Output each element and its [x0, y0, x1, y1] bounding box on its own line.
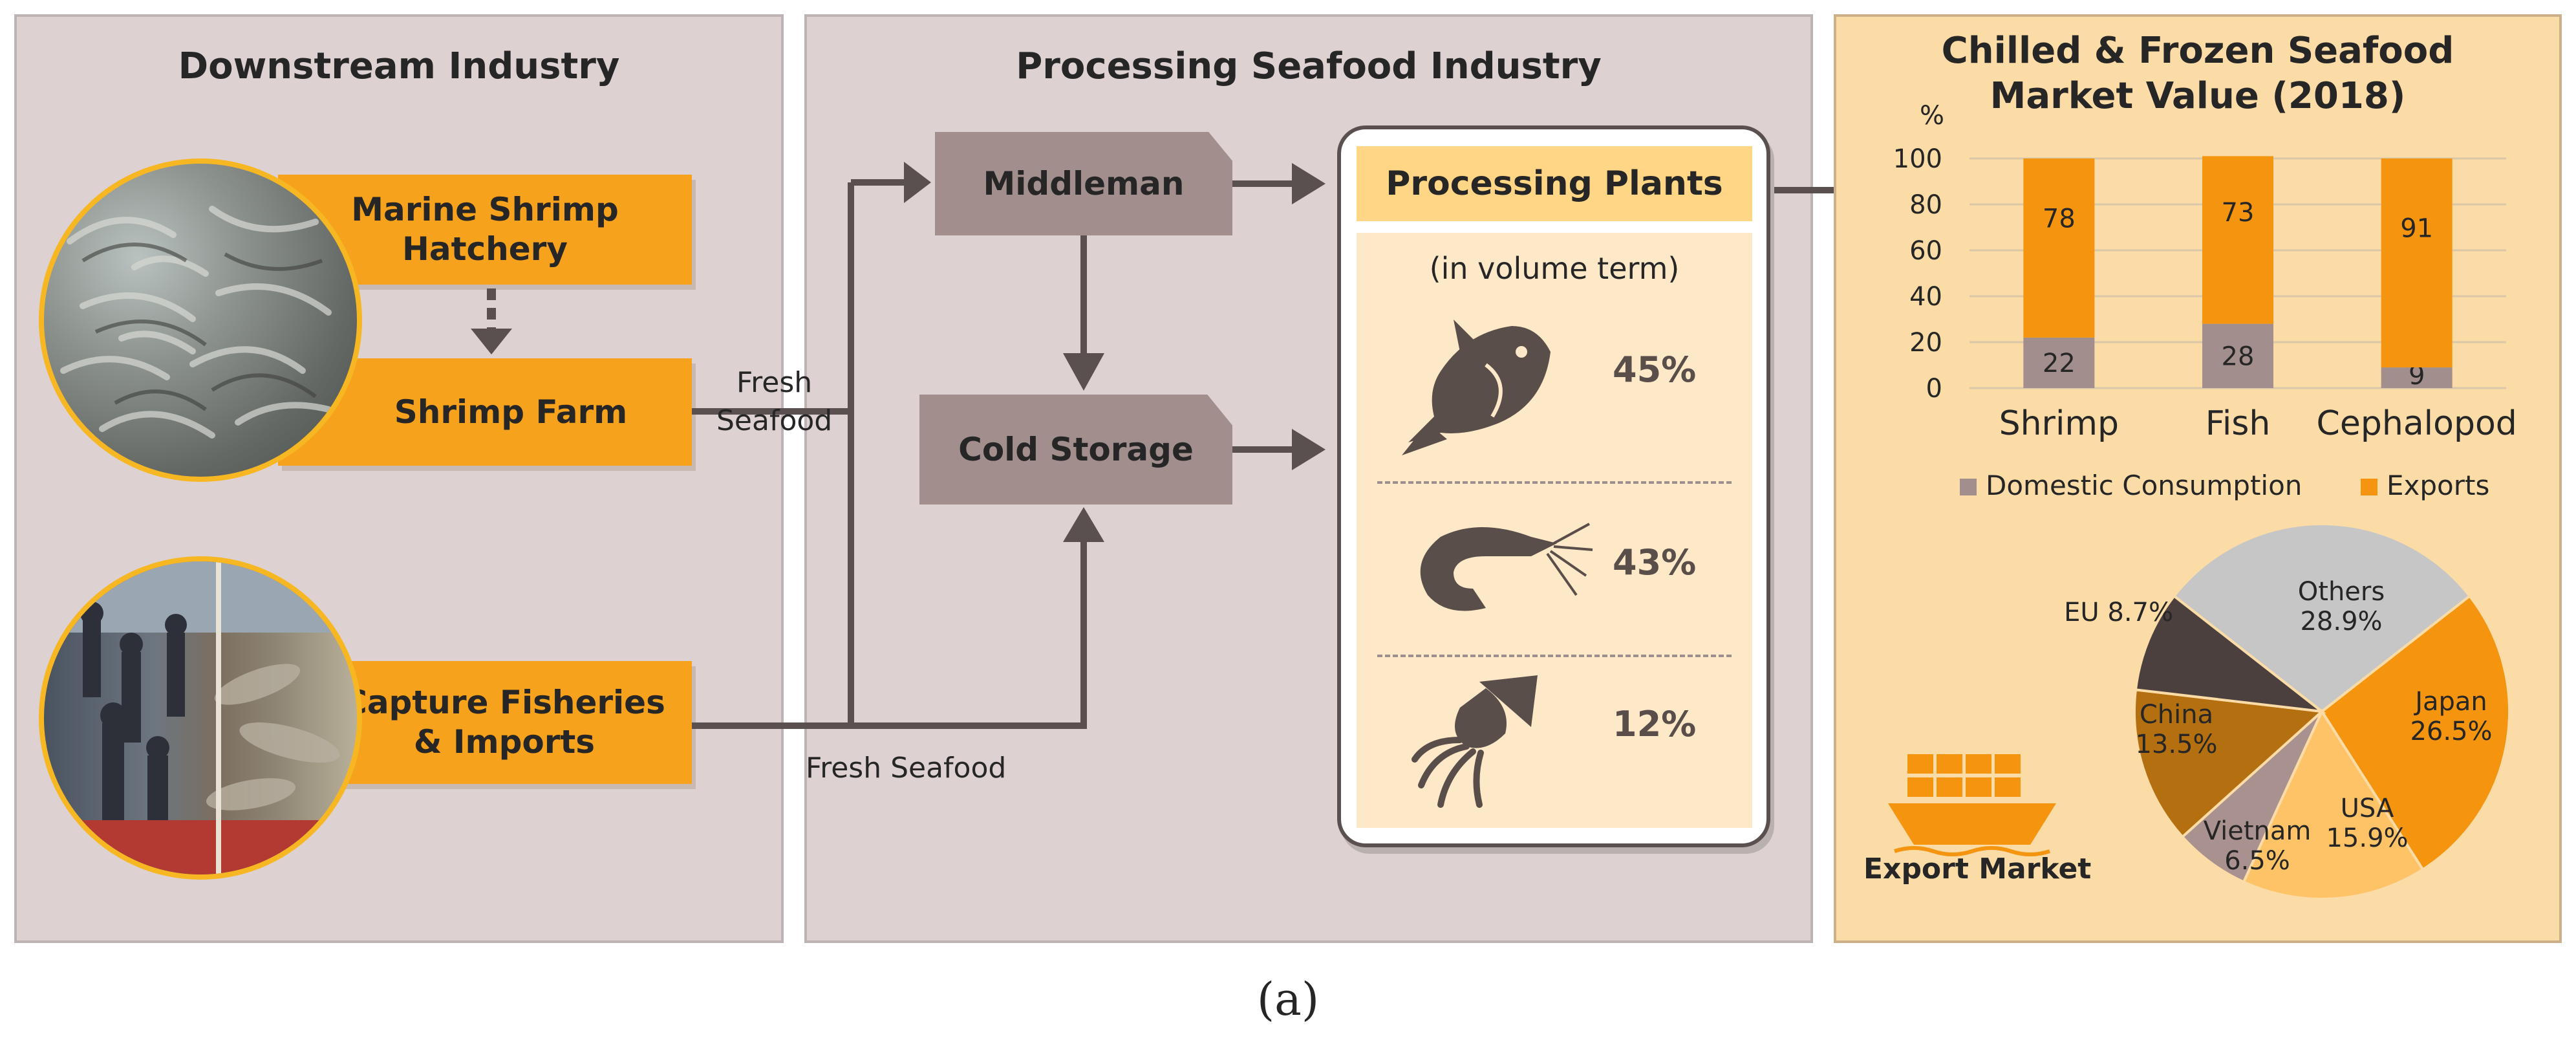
cold-storage-box: Cold Storage [919, 395, 1232, 505]
capture-line2: & Imports [413, 723, 596, 761]
pie-value-label: 13.5% [2135, 730, 2217, 759]
bar-ytick-label: 0 [1926, 374, 1942, 404]
pie-slice-japan [2320, 594, 2511, 872]
pie-label: Others [2298, 577, 2385, 607]
bar-data-label: 73 [2222, 198, 2255, 228]
bar-data-label: 28 [2222, 342, 2255, 371]
figure-caption: (a) [1256, 973, 1320, 1026]
market-title: Chilled & Frozen Seafood Market Value (2… [1834, 28, 2562, 119]
arrowhead-plants-bottom [1292, 429, 1326, 470]
pie-slice-usa [2242, 708, 2425, 900]
export-market-label: Export Market [1863, 852, 2092, 885]
pie-slice-china [2133, 688, 2325, 839]
squid-percent: 12% [1613, 704, 1697, 744]
capture-fisheries-label: Capture Fisheries & Imports [343, 683, 665, 762]
processing-plants-body [1357, 233, 1752, 828]
plants-subtitle: (in volume term) [1429, 251, 1680, 286]
hatchery-label: Marine Shrimp Hatchery [351, 191, 619, 268]
pie-slice-others [2172, 523, 2472, 713]
pie-label: China [2140, 700, 2213, 730]
bar-ytick-label: 80 [1909, 190, 1942, 220]
capture-line [692, 541, 1087, 729]
divider-2 [1377, 655, 1732, 657]
bar-data-label: 91 [2400, 214, 2433, 244]
bar-ytick-label: 40 [1909, 282, 1942, 312]
fish-percent: 45% [1613, 349, 1697, 390]
bar-category-label: Fish [2206, 404, 2271, 443]
cargo-ship-icon [1888, 754, 2056, 856]
bar-chart-ylabel: % [1920, 101, 1944, 131]
pie-slice-vietnam [2180, 710, 2323, 884]
pie-label: Japan [2413, 687, 2487, 717]
bar-exports-cephalopod [2381, 158, 2453, 368]
legend-label: Domestic Consumption [1986, 470, 2302, 501]
legend-swatch [2361, 479, 2377, 495]
pie-value-label: 28.9% [2300, 607, 2382, 636]
fresh-seafood-top-label: Fresh Seafood [716, 364, 832, 440]
bar-domestic-cephalopod [2381, 367, 2453, 388]
middleman-box: Middleman [935, 132, 1232, 235]
arrowhead-middleman [904, 162, 931, 203]
divider-1 [1377, 481, 1732, 484]
hatchery-to-farm-arrow [471, 288, 512, 354]
fish-icon [1402, 320, 1551, 455]
processing-plants-header: Processing Plants [1357, 146, 1752, 221]
pie-label: EU 8.7% [2064, 598, 2173, 627]
processing-plants-title: Processing Plants [1386, 164, 1723, 203]
squid-icon [1411, 675, 1538, 808]
fresh-seafood-top-line1: Fresh [736, 366, 813, 399]
arrowhead-cold-from-middleman [1063, 353, 1104, 391]
bar-exports-shrimp [2023, 158, 2095, 338]
bar-category-label: Shrimp [1999, 404, 2119, 443]
pie-slice-eu [2134, 594, 2326, 713]
middleman-label: Middleman [983, 165, 1185, 202]
pie-value-label: 6.5% [2224, 846, 2290, 876]
arrowhead-plants-top [1292, 163, 1326, 204]
pie-label: USA [2341, 794, 2394, 823]
fresh-seafood-top-line2: Seafood [716, 404, 833, 438]
processing-title: Processing Seafood Industry [1016, 45, 1602, 87]
downstream-title: Downstream Industry [178, 45, 620, 87]
bar-domestic-fish [2202, 323, 2273, 388]
bar-ytick-label: 20 [1909, 328, 1942, 358]
capture-line1: Capture Fisheries [343, 684, 665, 721]
legend-label: Exports [2387, 470, 2489, 501]
pie-value-label: 26.5% [2410, 717, 2492, 746]
shrimp-pile-texture [60, 206, 332, 439]
market-title-line2: Market Value (2018) [1990, 75, 2406, 117]
bar-data-label: 78 [2043, 204, 2076, 233]
shrimp-icon [1420, 523, 1593, 611]
shrimp-farm-label: Shrimp Farm [394, 393, 628, 431]
legend-swatch [1960, 479, 1977, 495]
market-title-line1: Chilled & Frozen Seafood [1941, 30, 2454, 72]
bar-category-label: Cephalopod [2317, 404, 2517, 443]
fresh-seafood-bottom-label: Fresh Seafood [806, 752, 1007, 785]
hatchery-box: Marine Shrimp Hatchery [278, 175, 692, 285]
pie-label: Vietnam [2204, 816, 2312, 846]
cold-storage-label: Cold Storage [958, 431, 1194, 468]
pie-value-label: 15.9% [2326, 823, 2408, 853]
arrowhead-cold-from-capture [1063, 507, 1104, 542]
shrimp-pile-photo [39, 158, 362, 482]
bar-ytick-label: 60 [1909, 236, 1942, 266]
shrimp-percent: 43% [1613, 542, 1697, 583]
bar-exports-fish [2202, 156, 2273, 324]
bar-ytick-label: 100 [1893, 144, 1942, 174]
bar-data-label: 22 [2043, 349, 2076, 378]
bar-domestic-shrimp [2023, 337, 2095, 388]
